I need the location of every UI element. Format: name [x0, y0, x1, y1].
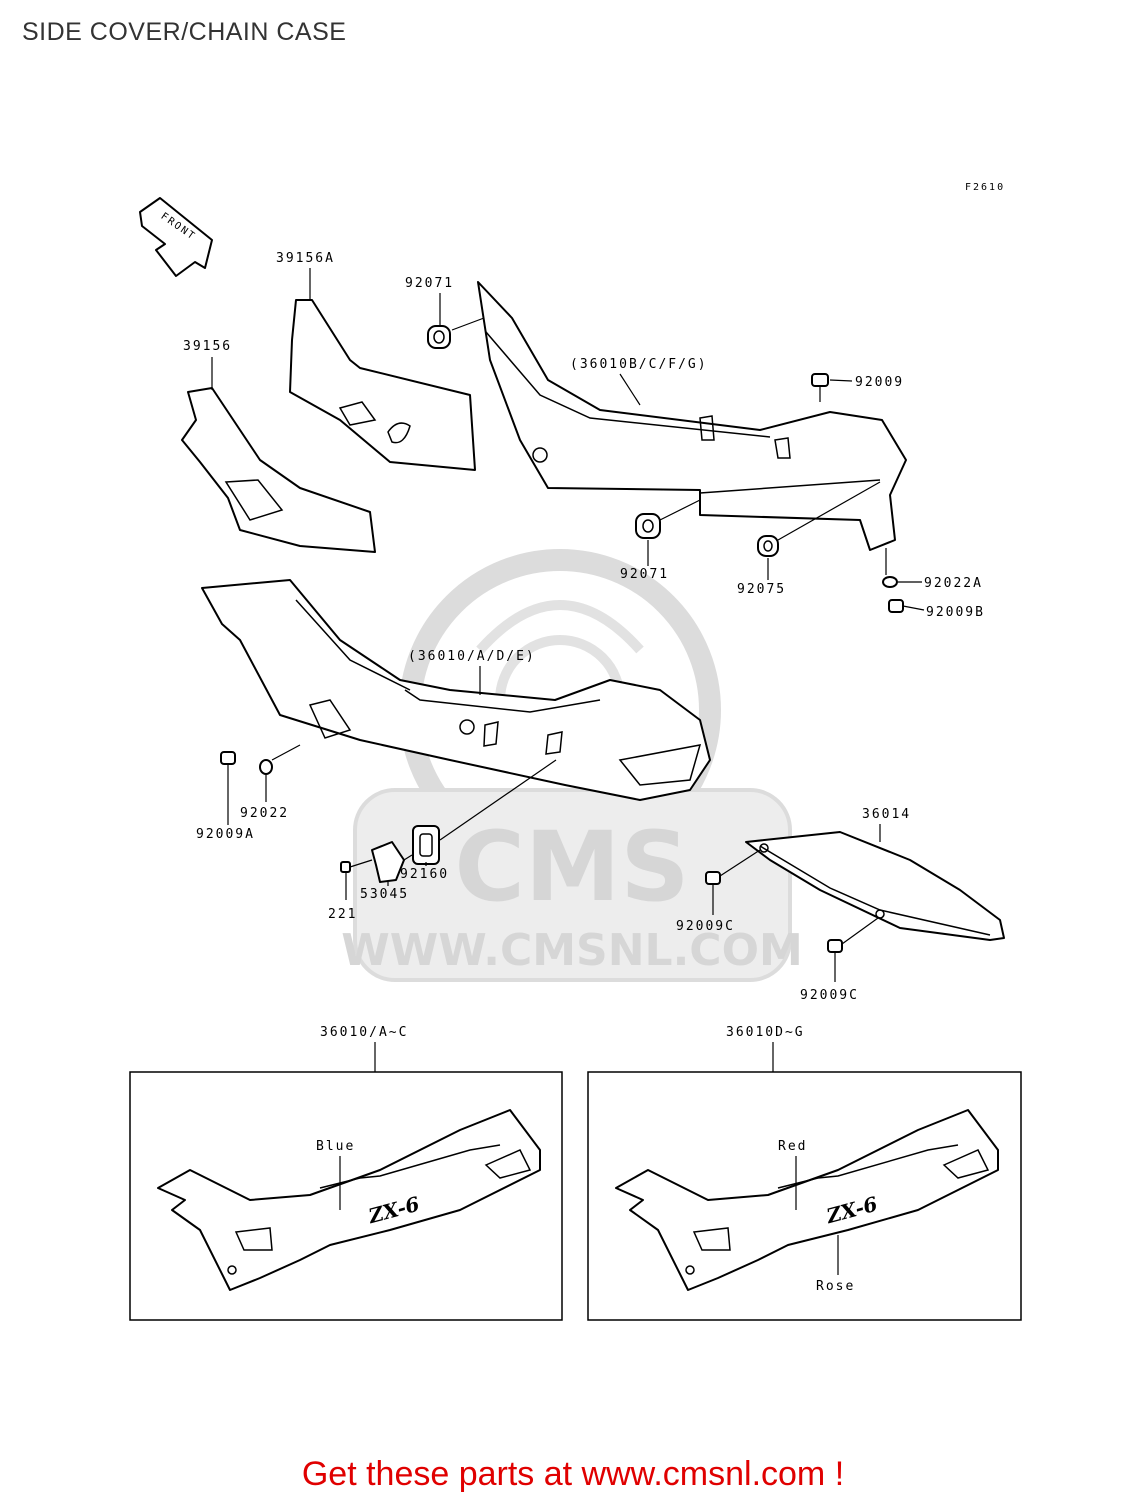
variant-left-color-blue: Blue — [316, 1139, 355, 1154]
variant-left-code: 36010/A~C — [320, 1025, 408, 1040]
part-92075-grommet — [757, 481, 881, 557]
label-92071-bottom: 92071 — [620, 567, 669, 582]
front-arrow-icon: FRONT — [139, 197, 213, 277]
label-92009C-right: 92009C — [800, 988, 859, 1003]
variant-panel-right: 36010D~G ZX-6 Red Rose — [587, 1025, 1022, 1321]
part-36010BCFG-frame-cover — [477, 281, 907, 551]
variant-right-color-rose: Rose — [816, 1279, 855, 1294]
label-39156: 39156 — [183, 339, 232, 354]
label-36014: 36014 — [862, 807, 911, 822]
part-39156-cover — [181, 387, 376, 553]
part-92071-top-grommet — [427, 317, 485, 349]
label-92009B: 92009B — [926, 605, 985, 620]
variant-right-code: 36010D~G — [726, 1025, 805, 1040]
part-92022A-washer — [882, 548, 922, 588]
part-92160-damper — [412, 759, 557, 866]
page-title: SIDE COVER/CHAIN CASE — [22, 18, 347, 46]
label-92075: 92075 — [737, 582, 786, 597]
label-53045: 53045 — [360, 887, 409, 902]
part-92022-washer — [259, 744, 301, 802]
part-221-screw — [340, 859, 373, 900]
part-92009C-right-bolt — [827, 917, 879, 982]
label-92071-top: 92071 — [405, 276, 454, 291]
label-221: 221 — [328, 907, 357, 922]
part-92009-bolt — [811, 373, 853, 402]
figure-code: F2610 — [965, 182, 1005, 193]
label-92009: 92009 — [855, 375, 904, 390]
label-92022A: 92022A — [924, 576, 983, 591]
part-53045-clip — [371, 841, 413, 886]
footer-cta-link[interactable]: Get these parts at www.cmsnl.com ! — [301, 1455, 845, 1493]
label-36010ADE: (36010/A/D/E) — [408, 649, 536, 664]
part-92009B-bolt — [888, 599, 925, 613]
part-39156A-cover — [289, 299, 476, 471]
parts-diagram: CMS WWW.CMSNL.COM F2610 FRONT 39156A 391… — [129, 182, 1022, 1321]
part-92009C-left-bolt — [705, 849, 761, 915]
label-36010BCFG: (36010B/C/F/G) — [570, 357, 708, 372]
label-92009C-left: 92009C — [676, 919, 735, 934]
label-92160: 92160 — [400, 867, 449, 882]
watermark-url: WWW.CMSNL.COM — [341, 925, 803, 976]
part-36014-chain-case — [745, 831, 1005, 941]
variant-panel-left: 36010/A~C ZX-6 Blue — [129, 1025, 563, 1321]
watermark-brand: CMS — [454, 811, 689, 923]
label-92022: 92022 — [240, 806, 289, 821]
label-92009A: 92009A — [196, 827, 255, 842]
part-92009A-bolt — [220, 751, 236, 825]
label-39156A: 39156A — [276, 251, 335, 266]
variant-right-color-red: Red — [778, 1139, 807, 1154]
cms-watermark: CMS WWW.CMSNL.COM — [341, 549, 803, 982]
part-36010ADE-side-cover — [201, 579, 711, 801]
part-92071-bottom-grommet — [635, 499, 701, 539]
